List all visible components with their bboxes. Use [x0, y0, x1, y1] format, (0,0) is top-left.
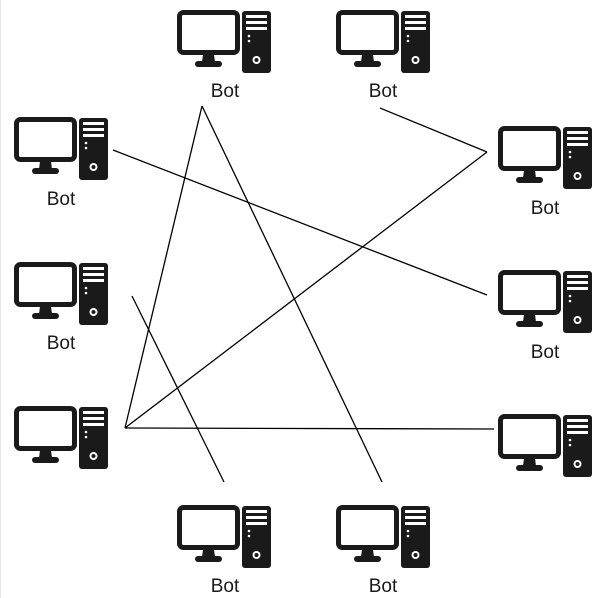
bot-label: Bot [369, 81, 398, 102]
connection-line-top-left-to-left-lower [124, 105, 203, 429]
bot-label: Bot [531, 198, 560, 219]
desktop-computer-icon [17, 407, 109, 469]
bot-label: Bot [47, 189, 76, 210]
connection-line-top-right-to-right-upper [379, 107, 488, 153]
desktop-computer-icon [17, 118, 109, 180]
bot-node-top-right: Bot [339, 11, 431, 102]
bot-node-bottom-left: Bot [180, 506, 272, 597]
connection-line-left-upper-to-right-middle [112, 149, 488, 296]
connection-line-top-left-to-bottom-right [201, 105, 383, 483]
bot-node-bottom-right: Bot [339, 506, 431, 597]
desktop-computer-icon [501, 271, 593, 333]
frame-edge [0, 0, 1, 598]
bot-label: Bot [369, 576, 398, 597]
connection-line-left-lower-to-right-lower [124, 427, 495, 430]
desktop-computer-icon [339, 11, 431, 73]
desktop-computer-icon [339, 506, 431, 568]
bot-node-right-lower [501, 415, 593, 477]
bot-label: Bot [211, 576, 240, 597]
connection-line-left-lower-to-right-upper [124, 151, 488, 429]
bot-node-left-middle: Bot [17, 263, 109, 354]
bot-node-left-upper: Bot [17, 118, 109, 210]
bot-node-top-left: Bot [180, 11, 272, 102]
bot-node-left-lower [17, 407, 109, 469]
edges-layer [112, 105, 495, 483]
bot-label: Bot [211, 81, 240, 102]
desktop-computer-icon [180, 506, 272, 568]
bot-label: Bot [47, 333, 76, 354]
desktop-computer-icon [501, 415, 593, 477]
bot-node-right-middle: Bot [501, 271, 593, 363]
connection-line-left-middle-to-bottom-left [131, 295, 225, 483]
desktop-computer-icon [17, 263, 109, 325]
desktop-computer-icon [501, 127, 593, 189]
bot-label: Bot [531, 342, 560, 363]
bot-node-right-upper: Bot [501, 127, 593, 219]
desktop-computer-icon [180, 11, 272, 73]
